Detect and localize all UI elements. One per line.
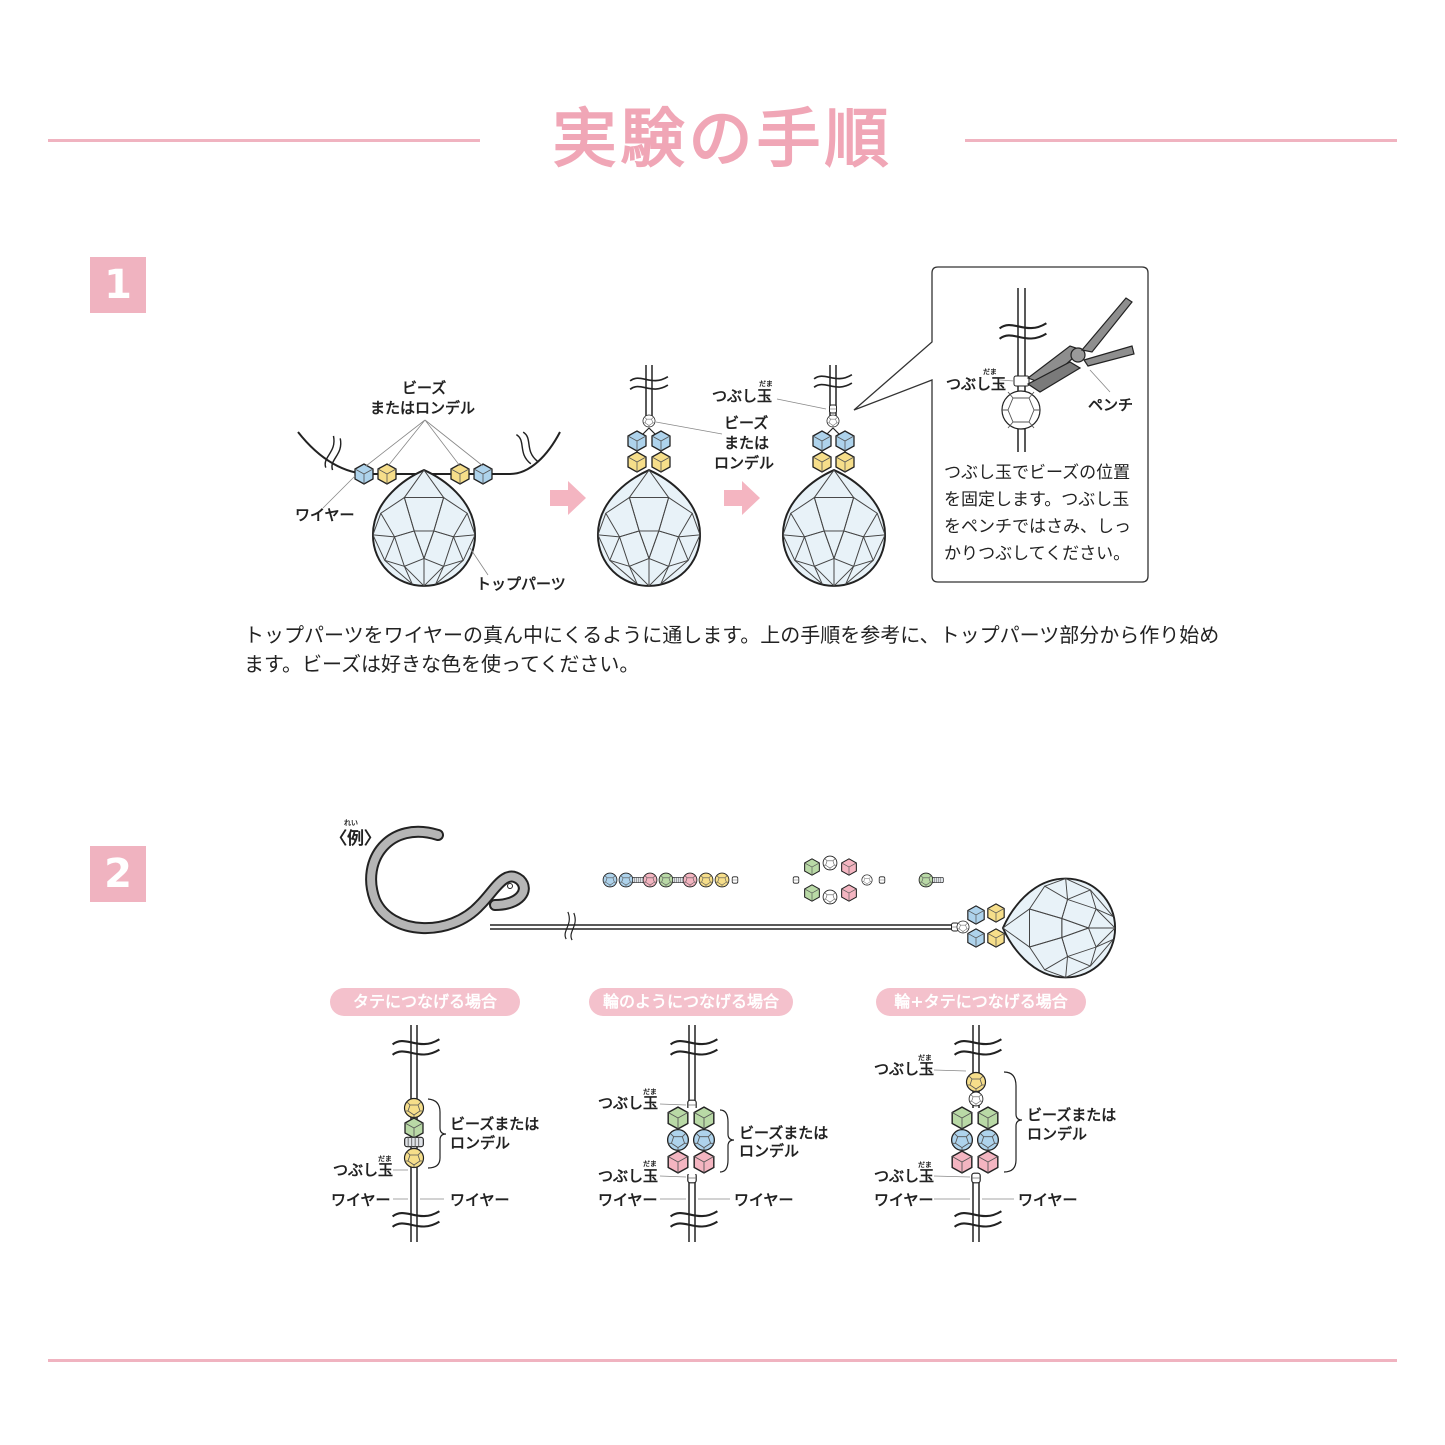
label-wire: ワイヤー: [295, 506, 355, 524]
m3-ruby-crimp-top: だま: [918, 1054, 932, 1062]
m1-label-beads: ビーズまたは: [450, 1115, 540, 1133]
label-example: 〈例〉: [330, 829, 381, 849]
step-2-badge: 2: [90, 846, 146, 902]
m3-ruby-crimp-bottom: だま: [918, 1161, 932, 1169]
m2-label-wire-right: ワイヤー: [734, 1191, 794, 1209]
m1-label-wire-right: ワイヤー: [450, 1191, 510, 1209]
method-2-title: 輪のようにつなげる場合: [589, 988, 793, 1016]
ruby-example: れい: [344, 819, 358, 827]
label-beads-or-rondel: またはロンデル: [370, 399, 476, 417]
m1-label-wire-left: ワイヤー: [331, 1191, 391, 1209]
m3-label-crimp-top: つぶし玉: [874, 1060, 935, 1078]
method-1-title: タテにつなげる場合: [330, 988, 520, 1016]
step2-example: [365, 825, 1117, 979]
label-or-2: または: [724, 434, 770, 452]
step-1-badge: 1: [90, 257, 146, 313]
label-top-parts: トップパーツ: [476, 575, 566, 593]
callout-text: つぶし玉でビーズの位置を固定します。つぶし玉をペンチではさみ、しっかりつぶしてく…: [944, 463, 1131, 564]
step1-figure-b: [596, 365, 723, 587]
method-2-figure: [659, 1025, 735, 1242]
step1-figure-a: [297, 419, 561, 587]
m1-ruby-crimp: だま: [378, 1155, 392, 1163]
m3-label-wire-left: ワイヤー: [874, 1191, 934, 1209]
m2-ruby-crimp-top: だま: [643, 1088, 657, 1096]
m2-label-wire-left: ワイヤー: [598, 1191, 658, 1209]
method-3-title: 輪+タテにつなげる場合: [876, 988, 1086, 1016]
m2-label-beads: ビーズまたは: [739, 1124, 829, 1142]
step1-figure-c: [776, 365, 887, 587]
ruby-crimp-callout: だま: [983, 368, 997, 376]
label-pliers: ペンチ: [1088, 396, 1134, 414]
callout-box: [853, 266, 1149, 583]
m2-label-crimp-top: つぶし玉: [598, 1094, 659, 1112]
title-line-right: [965, 139, 1397, 142]
m3-label-beads: ビーズまたは: [1027, 1106, 1117, 1124]
label-rondel-2: ロンデル: [714, 454, 775, 472]
ruby-crimp-1: だま: [759, 380, 773, 388]
step1-description: トップパーツをワイヤーの真ん中にくるように通します。上の手順を参考に、トップパー…: [244, 623, 1220, 676]
arrow-1: [550, 481, 586, 515]
m2-label-rondel: ロンデル: [739, 1142, 800, 1160]
m3-label-rondel: ロンデル: [1027, 1125, 1088, 1143]
arrow-2: [724, 481, 760, 515]
m3-label-crimp-bottom: つぶし玉: [874, 1167, 935, 1185]
m1-label-crimp: つぶし玉: [333, 1161, 394, 1179]
method-1-figure: [391, 1025, 447, 1242]
label-crimp-callout: つぶし玉: [946, 375, 1007, 393]
method-3-figure: [933, 1025, 1023, 1242]
label-crimp-bead: つぶし玉: [712, 387, 773, 405]
bottom-line: [48, 1359, 1397, 1362]
label-beads-2: ビーズ: [724, 414, 769, 432]
page-title: 実験の手順: [552, 103, 893, 177]
label-beads: ビーズ: [402, 379, 447, 397]
m2-label-crimp-bottom: つぶし玉: [598, 1167, 659, 1185]
m1-label-rondel: ロンデル: [450, 1134, 511, 1152]
m2-ruby-crimp-bottom: だま: [643, 1160, 657, 1168]
m3-label-wire-right: ワイヤー: [1018, 1191, 1078, 1209]
title-line-left: [48, 139, 480, 142]
